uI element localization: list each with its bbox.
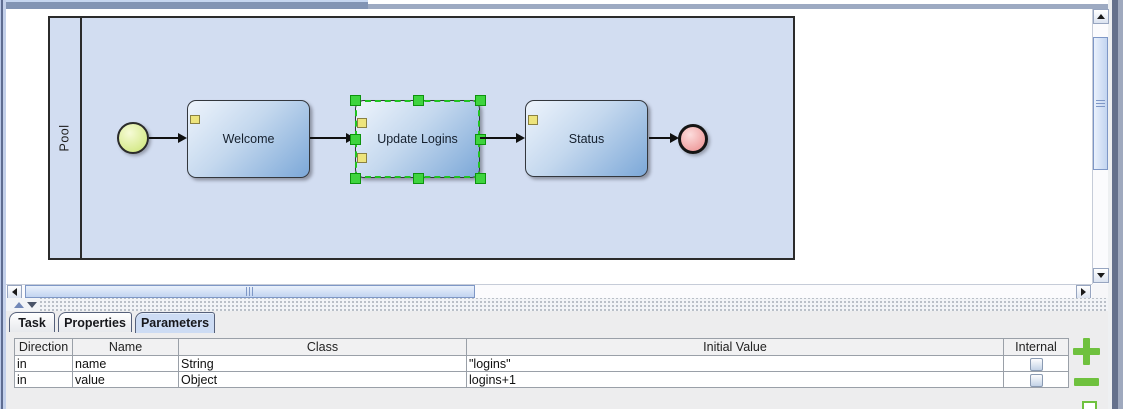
task-label: Welcome bbox=[222, 132, 275, 146]
task-label: Status bbox=[568, 131, 605, 146]
internal-checkbox[interactable] bbox=[1030, 357, 1043, 371]
sequence-flow-update-status[interactable] bbox=[480, 132, 525, 144]
column-header-internal: Internal bbox=[1003, 338, 1069, 356]
resize-handle-nw[interactable] bbox=[350, 95, 361, 106]
column-header-class: Class bbox=[178, 338, 467, 356]
task-node-update-logins[interactable]: Update Logins bbox=[350, 95, 486, 184]
arrowhead-icon bbox=[670, 133, 679, 143]
cell-internal bbox=[1003, 355, 1069, 372]
arrowhead-icon bbox=[178, 133, 187, 143]
add-parameter-button[interactable] bbox=[1073, 338, 1100, 365]
task-node-status[interactable]: Status bbox=[525, 100, 648, 177]
flow-line bbox=[310, 137, 347, 139]
tab-label: Task bbox=[18, 315, 46, 330]
flow-line bbox=[649, 137, 671, 139]
divider-collapse-up-icon[interactable] bbox=[14, 302, 24, 308]
internal-checkbox[interactable] bbox=[1030, 373, 1043, 387]
divider-collapse-down-icon[interactable] bbox=[27, 302, 37, 308]
split-pane-divider[interactable] bbox=[6, 298, 1108, 311]
resize-handle-s[interactable] bbox=[413, 173, 424, 184]
vertical-scrollbar-thumb[interactable] bbox=[1093, 37, 1108, 170]
triangle-left-icon bbox=[12, 288, 17, 296]
window-right-border bbox=[1108, 0, 1123, 409]
task-label: Update Logins bbox=[377, 132, 458, 146]
column-header-initial-value: Initial Value bbox=[466, 338, 1004, 356]
edit-parameter-button[interactable] bbox=[1082, 401, 1097, 409]
thumb-grip-icon bbox=[246, 287, 254, 296]
properties-panel: Task Properties Parameters Direction Nam… bbox=[6, 311, 1108, 409]
tab-label: Properties bbox=[64, 315, 126, 330]
flow-line bbox=[480, 137, 517, 139]
cell-internal bbox=[1003, 371, 1069, 388]
plus-icon-bar bbox=[1083, 338, 1090, 365]
canvas-horizontal-scrollbar[interactable] bbox=[6, 284, 1092, 299]
tab-label: Parameters bbox=[140, 316, 210, 330]
tab-task[interactable]: Task bbox=[9, 312, 55, 332]
window-left-border bbox=[0, 0, 6, 409]
canvas-vertical-scrollbar[interactable] bbox=[1092, 9, 1109, 284]
scroll-right-button[interactable] bbox=[1076, 285, 1091, 299]
cell-name[interactable]: name bbox=[72, 355, 179, 372]
parameters-table: Direction Name Class Initial Value Inter… bbox=[14, 338, 1069, 388]
start-event-node[interactable] bbox=[117, 122, 149, 154]
tab-properties[interactable]: Properties bbox=[58, 312, 132, 332]
cell-class[interactable]: Object bbox=[178, 371, 467, 388]
scroll-up-button[interactable] bbox=[1093, 9, 1109, 24]
top-tabstrip-edge-right bbox=[368, 0, 1108, 9]
resize-handle-e[interactable] bbox=[475, 134, 486, 145]
pool-label: Pool bbox=[58, 124, 72, 152]
triangle-up-icon bbox=[1097, 14, 1105, 19]
diagram-canvas[interactable]: Pool Welcome Update Logins bbox=[6, 9, 1092, 284]
resize-handle-n[interactable] bbox=[413, 95, 424, 106]
cell-direction[interactable]: in bbox=[14, 355, 73, 372]
cell-name[interactable]: value bbox=[72, 371, 179, 388]
yellow-data-marker-icon bbox=[357, 118, 367, 128]
horizontal-scrollbar-thumb[interactable] bbox=[25, 285, 475, 298]
column-header-name: Name bbox=[72, 338, 179, 356]
yellow-data-marker-icon bbox=[190, 115, 200, 124]
cell-initial-value[interactable]: "logins" bbox=[466, 355, 1004, 372]
resize-handle-w[interactable] bbox=[350, 134, 361, 145]
sequence-flow-start-welcome[interactable] bbox=[149, 132, 187, 144]
sequence-flow-welcome-update[interactable] bbox=[310, 132, 355, 144]
resize-handle-sw[interactable] bbox=[350, 173, 361, 184]
scroll-left-button[interactable] bbox=[7, 285, 22, 299]
cell-direction[interactable]: in bbox=[14, 371, 73, 388]
thumb-grip-icon bbox=[1096, 99, 1105, 108]
table-row: in name String "logins" bbox=[14, 355, 1069, 372]
table-row: in value Object logins+1 bbox=[14, 371, 1069, 388]
resize-handle-se[interactable] bbox=[475, 173, 486, 184]
remove-parameter-button[interactable] bbox=[1074, 378, 1099, 386]
cell-class[interactable]: String bbox=[178, 355, 467, 372]
sequence-flow-status-end[interactable] bbox=[649, 132, 679, 144]
cell-initial-value[interactable]: logins+1 bbox=[466, 371, 1004, 388]
flow-line bbox=[149, 137, 179, 139]
yellow-data-marker-icon bbox=[357, 153, 367, 163]
scrollbar-corner bbox=[1092, 284, 1108, 298]
end-event-node[interactable] bbox=[678, 124, 708, 154]
table-header-row: Direction Name Class Initial Value Inter… bbox=[14, 338, 1069, 356]
pool-header[interactable]: Pool bbox=[50, 18, 82, 258]
task-node-welcome[interactable]: Welcome bbox=[187, 100, 310, 178]
resize-handle-ne[interactable] bbox=[475, 95, 486, 106]
yellow-data-marker-icon bbox=[528, 115, 538, 125]
scroll-down-button[interactable] bbox=[1093, 268, 1109, 283]
top-tabstrip-edge bbox=[0, 0, 368, 9]
column-header-direction: Direction bbox=[14, 338, 73, 356]
tab-parameters[interactable]: Parameters bbox=[135, 312, 215, 333]
triangle-right-icon bbox=[1081, 288, 1086, 296]
triangle-down-icon bbox=[1097, 273, 1105, 278]
arrowhead-icon bbox=[516, 133, 525, 143]
